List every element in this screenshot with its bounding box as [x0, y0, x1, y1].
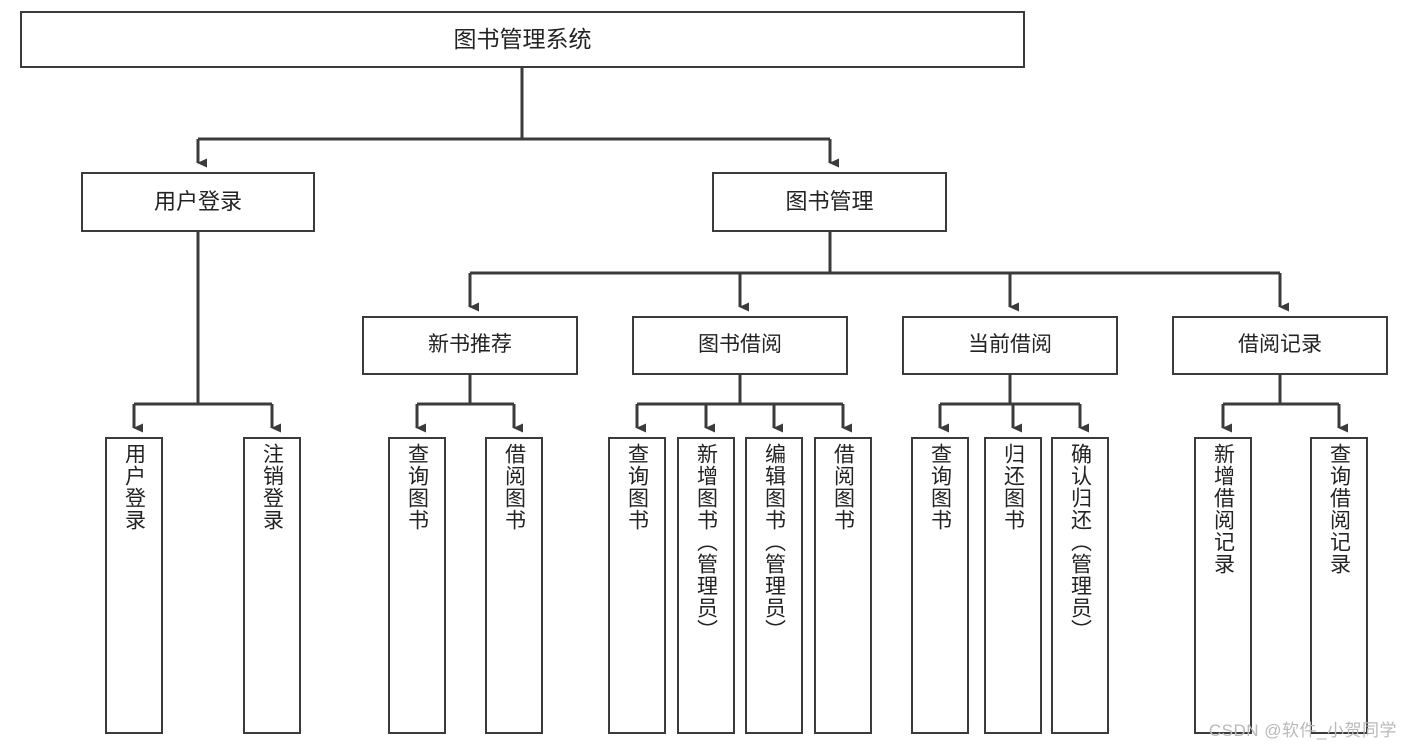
connector-bookmgmt-to-level3: [468, 232, 1289, 312]
node-leaf-edit-book[interactable]: 编辑图书（管理员）: [745, 437, 803, 734]
connector-current-to-leaves: [938, 375, 1089, 433]
node-leaf-user-login[interactable]: 用户登录: [105, 437, 163, 734]
connector-borrow-to-leaves: [635, 375, 852, 433]
connector-userlogin-to-leaves: [132, 232, 281, 433]
node-label: 用户登录: [153, 189, 242, 215]
node-leaf-add-book[interactable]: 新增图书（管理员）: [677, 437, 735, 734]
node-leaf-logout[interactable]: 注销登录: [243, 437, 301, 734]
node-label: 查询图书: [625, 443, 649, 531]
connector-root-to-level2: [196, 68, 839, 168]
node-leaf-borrow-book-recommend[interactable]: 借阅图书: [485, 437, 543, 734]
node-leaf-query-book-recommend[interactable]: 查询图书: [388, 437, 446, 734]
node-label: 查询图书: [928, 443, 952, 531]
node-label: 确认归还（管理员）: [1068, 443, 1092, 641]
node-label: 注销登录: [260, 443, 284, 531]
node-label: 借阅图书: [502, 443, 526, 531]
node-label: 当前借阅: [968, 333, 1052, 357]
node-leaf-borrow-book[interactable]: 借阅图书: [814, 437, 872, 734]
node-label: 图书借阅: [698, 333, 782, 357]
node-book-management[interactable]: 图书管理: [712, 172, 947, 232]
node-leaf-add-record[interactable]: 新增借阅记录: [1194, 437, 1252, 734]
node-label: 借阅图书: [831, 443, 855, 531]
node-user-login[interactable]: 用户登录: [81, 172, 315, 232]
node-leaf-confirm-return[interactable]: 确认归还（管理员）: [1051, 437, 1109, 734]
connector-recommend-to-leaves: [415, 375, 523, 433]
node-label: 用户登录: [122, 443, 146, 531]
node-new-book-recommend[interactable]: 新书推荐: [362, 316, 578, 375]
node-leaf-return-book[interactable]: 归还图书: [984, 437, 1042, 734]
node-label: 图书管理: [785, 189, 874, 215]
connector-records-to-leaves: [1221, 375, 1348, 433]
node-label: 查询图书: [405, 443, 429, 531]
node-label: 新书推荐: [428, 333, 512, 357]
node-leaf-query-book-borrow[interactable]: 查询图书: [608, 437, 666, 734]
node-current-borrow[interactable]: 当前借阅: [902, 316, 1118, 375]
node-book-borrow[interactable]: 图书借阅: [632, 316, 848, 375]
node-label: 查询借阅记录: [1327, 443, 1351, 575]
watermark: CSDN @软件_小贺同学: [1208, 721, 1397, 740]
node-label: 新增图书（管理员）: [694, 443, 718, 641]
node-label: 归还图书: [1001, 443, 1025, 531]
node-label: 新增借阅记录: [1211, 443, 1235, 575]
node-label: 借阅记录: [1238, 333, 1322, 357]
node-label: 图书管理系统: [453, 25, 592, 52]
node-label: 编辑图书（管理员）: [762, 443, 786, 641]
node-leaf-query-record[interactable]: 查询借阅记录: [1310, 437, 1368, 734]
node-leaf-query-book-current[interactable]: 查询图书: [911, 437, 969, 734]
node-book-management-system[interactable]: 图书管理系统: [20, 11, 1025, 68]
node-borrow-records[interactable]: 借阅记录: [1172, 316, 1388, 375]
